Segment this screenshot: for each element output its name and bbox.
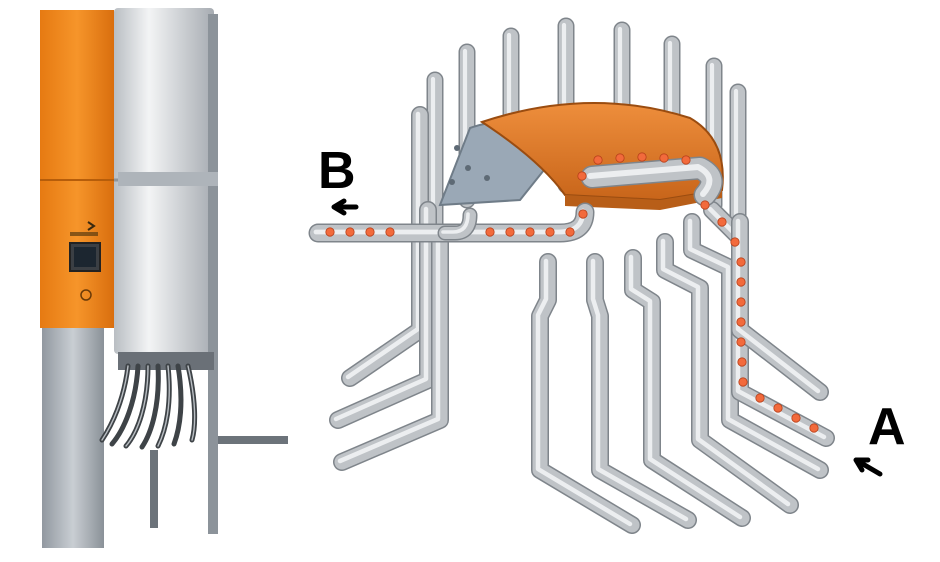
sample-particle bbox=[565, 227, 575, 237]
sample-particle bbox=[365, 227, 375, 237]
sample-particle bbox=[505, 227, 515, 237]
sample-particle bbox=[736, 317, 746, 327]
sample-particle bbox=[717, 217, 727, 227]
sample-particle bbox=[681, 155, 691, 165]
sample-particle bbox=[791, 413, 801, 423]
sample-particle bbox=[659, 153, 669, 163]
sample-particles bbox=[325, 152, 819, 433]
outlet-tube-bottom bbox=[531, 253, 641, 534]
sample-particle bbox=[545, 227, 555, 237]
outlet-pipe bbox=[218, 436, 288, 444]
outlet-tube-bottom bbox=[586, 253, 697, 529]
outlet-tube-left bbox=[341, 106, 429, 387]
sample-particle bbox=[736, 257, 746, 267]
sample-particle bbox=[730, 237, 740, 247]
outlet-label-group: A bbox=[853, 398, 906, 477]
rotor-arm-tube bbox=[580, 156, 723, 207]
brand-logo bbox=[70, 221, 98, 236]
sample-particle bbox=[578, 209, 588, 219]
label-b: B bbox=[318, 142, 356, 200]
label-a: A bbox=[868, 398, 906, 456]
outlet-tube-left bbox=[333, 231, 449, 471]
sample-particle bbox=[385, 227, 395, 237]
sample-particle bbox=[485, 227, 495, 237]
sample-particle bbox=[736, 297, 746, 307]
sample-particle bbox=[593, 155, 603, 165]
outlet-tube-top bbox=[729, 83, 747, 234]
outlet-tube-right bbox=[731, 213, 829, 401]
outlet-tube-bottom bbox=[624, 249, 751, 527]
sample-particle bbox=[736, 337, 746, 347]
sample-particle bbox=[773, 403, 783, 413]
sample-particle bbox=[345, 227, 355, 237]
sample-particle bbox=[637, 152, 647, 162]
sample-particle bbox=[755, 393, 765, 403]
distributor-schematic: B A bbox=[308, 17, 906, 534]
outlet-tube-left bbox=[329, 201, 437, 429]
support-column bbox=[42, 328, 104, 548]
sample-particle bbox=[738, 377, 748, 387]
warning-symbol-icon bbox=[80, 289, 92, 301]
sample-particle bbox=[325, 227, 335, 237]
arrow-up-left-icon bbox=[853, 457, 883, 477]
sample-particle bbox=[809, 423, 819, 433]
outlet-tube-right bbox=[683, 213, 829, 479]
frame-rail bbox=[208, 14, 218, 534]
rotor-disc bbox=[438, 101, 724, 210]
outlet-tube-bottom bbox=[656, 233, 799, 514]
sample-particle bbox=[525, 227, 535, 237]
arrow-left-icon bbox=[331, 198, 359, 216]
distributor-device bbox=[40, 8, 288, 548]
sample-particle bbox=[736, 277, 746, 287]
inlet-branch bbox=[437, 207, 478, 241]
support-leg bbox=[150, 450, 158, 528]
inlet-label-group: B bbox=[318, 142, 359, 216]
sample-particle bbox=[615, 153, 625, 163]
sample-particle bbox=[577, 171, 587, 181]
sample-particle bbox=[700, 200, 710, 210]
orange-housing bbox=[40, 10, 114, 328]
sample-particle bbox=[737, 357, 747, 367]
